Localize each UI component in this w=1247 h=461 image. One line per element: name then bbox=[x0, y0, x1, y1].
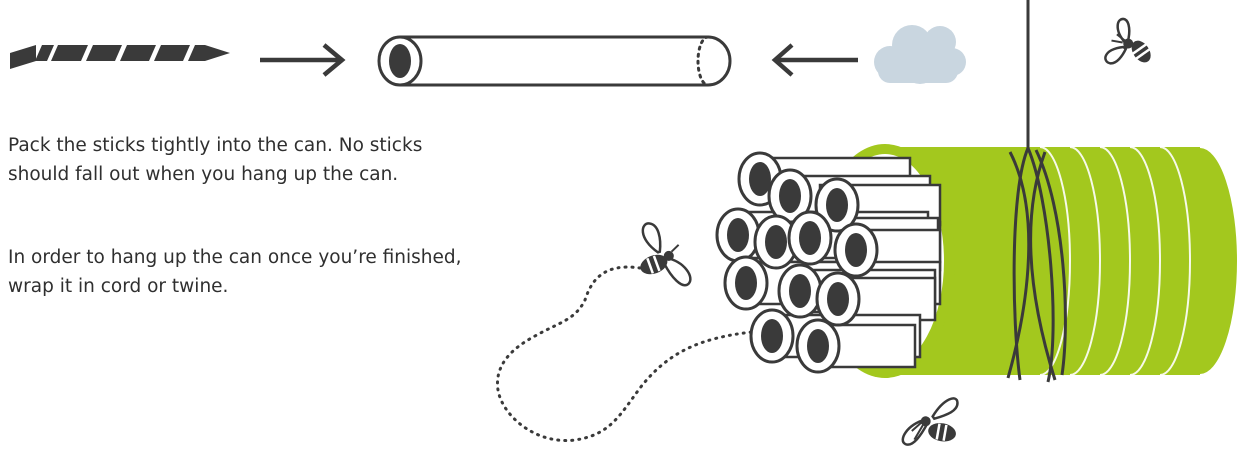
pack-instructions-line: Pack the sticks tightly into the can. No… bbox=[8, 131, 422, 160]
tube-icon bbox=[379, 37, 730, 85]
arrow-right-icon bbox=[260, 45, 342, 75]
striped-stick-icon bbox=[10, 45, 230, 69]
hang-instructions-line: In order to hang up the can once you’re … bbox=[8, 243, 462, 272]
bee-icon bbox=[1092, 16, 1155, 81]
hang-instructions: In order to hang up the can once you’re … bbox=[8, 243, 462, 301]
pack-instructions: Pack the sticks tightly into the can. No… bbox=[8, 131, 422, 189]
pack-instructions-line: should fall out when you hang up the can… bbox=[8, 160, 422, 189]
bee-icon bbox=[627, 216, 693, 298]
bee-icon bbox=[902, 391, 962, 453]
arrow-left-icon bbox=[775, 45, 858, 75]
flight-path-icon bbox=[497, 267, 752, 441]
hang-instructions-line: wrap it in cord or twine. bbox=[8, 272, 462, 301]
stick-bundle bbox=[717, 153, 940, 372]
cloud-icon bbox=[874, 25, 966, 84]
